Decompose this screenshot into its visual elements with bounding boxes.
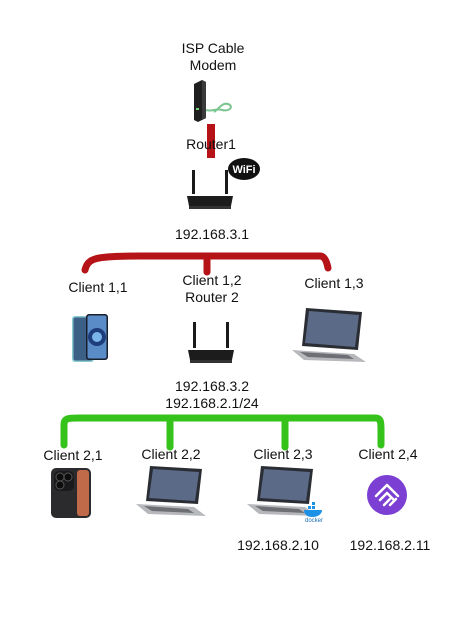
isp-label-line1: ISP Cable: [181, 40, 245, 56]
home-app-icon: [366, 474, 408, 516]
docker-badge-text: docker: [305, 518, 323, 522]
red-bus: [81, 252, 332, 274]
client-2-4-ip: 192.168.2.11: [349, 537, 431, 553]
client-1-2-subtitle: Router 2: [185, 289, 239, 305]
wifi-logo-text: WiFi: [232, 164, 255, 176]
router1-label: Router1: [186, 136, 236, 152]
iphone-icon: [51, 468, 93, 518]
client-2-2-label: Client 2,2: [141, 446, 201, 462]
client-2-3-label: Client 2,3: [253, 446, 313, 462]
laptop-icon-client-1-3: [292, 306, 368, 368]
router1-icon: [185, 170, 235, 212]
client-1-2-label: Client 1,2 Router 2: [172, 272, 252, 306]
smartphone-icon: [72, 314, 110, 362]
router2-ip-lan: 192.168.3.2: [175, 378, 249, 394]
cable-modem-icon: [188, 78, 238, 126]
laptop-icon-client-2-2: [136, 464, 208, 522]
router2-icon: [186, 322, 236, 364]
docker-badge: docker: [300, 500, 328, 522]
client-2-3-ip: 192.168.2.10: [237, 537, 319, 553]
client-1-3-label: Client 1,3: [304, 275, 364, 291]
modem-router-link: [207, 124, 215, 158]
laptop-icon-client-2-3: [247, 464, 319, 522]
client-1-2-name: Client 1,2: [182, 272, 242, 288]
isp-label-line2: Modem: [189, 57, 237, 73]
client-2-1-label: Client 2,1: [43, 447, 103, 463]
router1-ip: 192.168.3.1: [175, 226, 249, 242]
isp-label: ISP Cable Modem: [170, 40, 256, 74]
client-2-4-label: Client 2,4: [358, 446, 418, 462]
router2-ip-subnet: 192.168.2.1/24: [165, 395, 259, 411]
client-1-1-label: Client 1,1: [68, 279, 128, 295]
wifi-logo-icon: WiFi: [227, 156, 263, 182]
green-bus: [60, 414, 385, 449]
